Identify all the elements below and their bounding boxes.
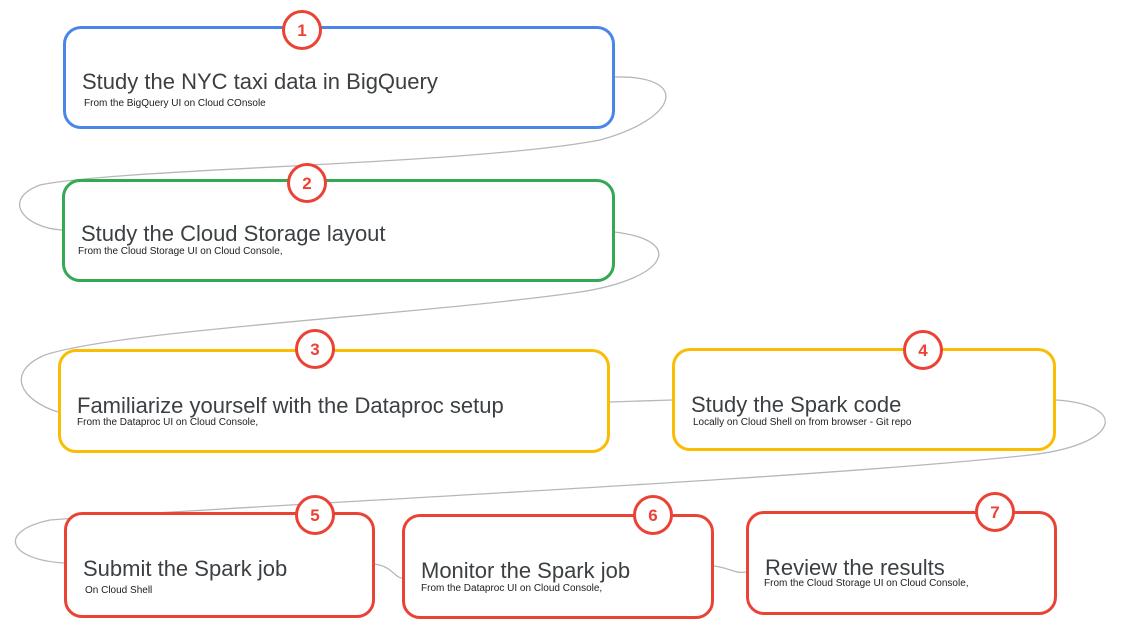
connector-1-2 — [18, 76, 667, 231]
step-4-box: Study the Spark code Locally on Cloud Sh… — [672, 348, 1056, 451]
step-3-subtitle: From the Dataproc UI on Cloud Console, — [77, 417, 259, 428]
step-3-title: Familiarize yourself with the Dataproc s… — [77, 393, 504, 418]
step-7-badge: 7 — [975, 492, 1015, 532]
step-2-number: 2 — [302, 173, 312, 193]
step-7-title: Review the results — [765, 555, 945, 580]
connector-6-7 — [713, 565, 747, 574]
step-2-badge: 2 — [287, 163, 327, 203]
step-1-box: Study the NYC taxi data in BigQuery From… — [63, 26, 615, 129]
step-7-subtitle: From the Cloud Storage UI on Cloud Conso… — [764, 578, 969, 589]
step-3-number: 3 — [310, 339, 320, 359]
step-5-title: Submit the Spark job — [83, 556, 288, 581]
step-5-subtitle: On Cloud Shell — [85, 585, 153, 596]
step-1-title: Study the NYC taxi data in BigQuery — [82, 69, 438, 94]
step-6-badge: 6 — [633, 495, 673, 535]
connector-2-3 — [20, 231, 660, 413]
step-2-box: Study the Cloud Storage layout From the … — [62, 179, 615, 282]
step-5-box: Submit the Spark job On Cloud Shell — [64, 512, 375, 618]
step-1-badge: 1 — [282, 10, 322, 50]
step-7-box: Review the results From the Cloud Storag… — [746, 511, 1057, 615]
step-3-badge: 3 — [295, 329, 335, 369]
step-4-subtitle: Locally on Cloud Shell on from browser -… — [693, 417, 912, 428]
step-5-number: 5 — [310, 505, 320, 525]
step-5-badge: 5 — [295, 495, 335, 535]
step-4-title: Study the Spark code — [691, 392, 902, 417]
step-6-box: Monitor the Spark job From the Dataproc … — [402, 514, 714, 619]
connector-5-6 — [373, 563, 403, 579]
step-2-title: Study the Cloud Storage layout — [81, 221, 386, 246]
step-6-number: 6 — [648, 505, 658, 525]
connector-3-4 — [609, 399, 673, 403]
connector-4-5 — [14, 399, 1106, 564]
step-4-badge: 4 — [903, 330, 943, 370]
step-6-title: Monitor the Spark job — [421, 558, 631, 583]
step-2-subtitle: From the Cloud Storage UI on Cloud Conso… — [78, 246, 283, 257]
step-1-subtitle: From the BigQuery UI on Cloud COnsole — [84, 98, 266, 109]
step-7-number: 7 — [990, 502, 1000, 522]
step-3-box: Familiarize yourself with the Dataproc s… — [58, 349, 610, 453]
step-6-subtitle: From the Dataproc UI on Cloud Console, — [421, 583, 603, 594]
step-4-number: 4 — [918, 340, 928, 360]
step-1-number: 1 — [297, 20, 307, 40]
